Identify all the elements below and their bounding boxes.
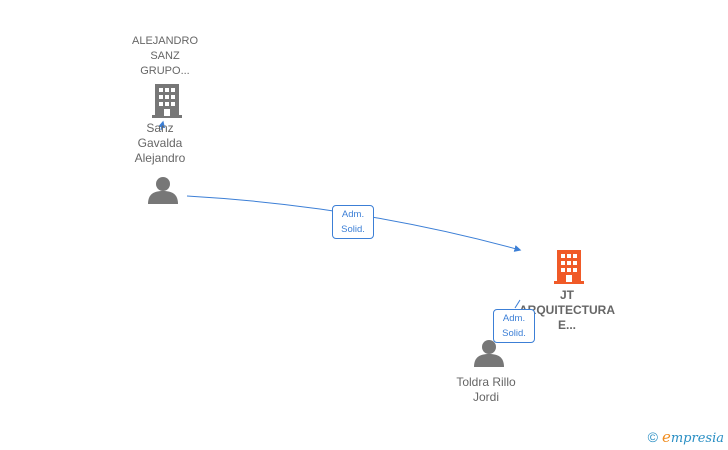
person-icon[interactable] <box>148 177 178 204</box>
node-label-alejandro-sanz-grupo[interactable]: ALEJANDRO SANZ GRUPO... <box>131 35 199 77</box>
node-label-jt-arquitectura[interactable]: JT ARQUITECTURA E... <box>519 288 615 332</box>
building-icon[interactable] <box>554 250 584 284</box>
relation-badge[interactable]: Adm. Solid. <box>332 205 374 239</box>
edge-toldra-to-jt <box>514 299 521 309</box>
brand-wordmark: empresia <box>661 428 724 446</box>
node-label-toldra-rillo[interactable]: Toldra Rillo Jordi <box>456 375 516 404</box>
node-label-sanz-gavalda[interactable]: Sanz Gavalda Alejandro <box>134 121 186 165</box>
copyright-icon: © <box>647 429 658 445</box>
building-icon[interactable] <box>152 84 182 118</box>
brand-logo: © empresia <box>648 428 724 446</box>
edge-sanz-to-grupo <box>158 120 166 131</box>
person-icon[interactable] <box>474 340 504 367</box>
relation-badge[interactable]: Adm. Solid. <box>493 309 535 343</box>
